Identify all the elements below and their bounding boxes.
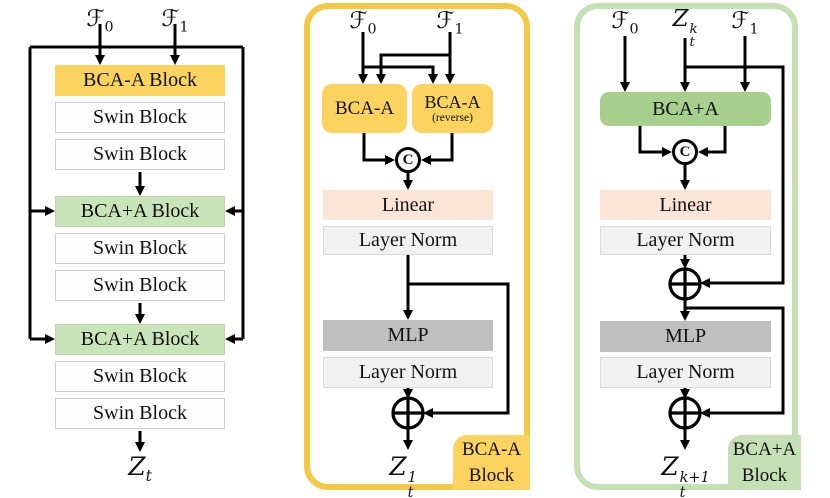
left-swin-block-4: Swin Block bbox=[55, 270, 225, 301]
right-mlp-box: MLP bbox=[600, 321, 771, 352]
bca-a-block-badge: BCA-A Block bbox=[453, 435, 530, 490]
bca-plus-a-box: BCA+A bbox=[600, 92, 771, 126]
left-bca-a-block: BCA-A Block bbox=[55, 65, 225, 96]
bca-a-forward-box: BCA-A bbox=[322, 84, 407, 133]
middle-layer-norm-1: Layer Norm bbox=[323, 226, 493, 255]
middle-input-f0: ℱ0 bbox=[349, 8, 377, 38]
right-layer-norm-1: Layer Norm bbox=[600, 226, 771, 255]
right-add-icon-1 bbox=[668, 267, 702, 301]
middle-mlp-box: MLP bbox=[323, 320, 493, 351]
right-input-f0: ℱ0 bbox=[611, 8, 639, 38]
middle-concat-icon: C bbox=[395, 147, 421, 173]
middle-panel-wires bbox=[358, 32, 510, 450]
left-swin-block-6: Swin Block bbox=[55, 398, 225, 429]
left-swin-block-2: Swin Block bbox=[55, 139, 225, 170]
badge-line1: BCA-A bbox=[461, 438, 522, 460]
left-bca-plus-a-block-1: BCA+A Block bbox=[55, 196, 225, 227]
middle-add-icon bbox=[391, 396, 425, 430]
right-add-icon-2 bbox=[668, 396, 702, 430]
left-panel-wires bbox=[28, 24, 245, 452]
bca-plus-a-block-badge: BCA+A Block bbox=[728, 435, 801, 490]
left-input-f1: ℱ1 bbox=[161, 6, 189, 36]
left-swin-block-3: Swin Block bbox=[55, 233, 225, 264]
middle-layer-norm-2: Layer Norm bbox=[323, 357, 493, 388]
badge-line1: BCA+A bbox=[732, 438, 797, 460]
bca-a-reverse-line1: BCA-A bbox=[424, 91, 481, 112]
right-concat-icon: C bbox=[672, 139, 698, 165]
left-swin-block-1: Swin Block bbox=[55, 102, 225, 133]
badge-line2: Block bbox=[468, 464, 515, 486]
badge-line2: Block bbox=[741, 464, 788, 486]
left-swin-block-5: Swin Block bbox=[55, 361, 225, 392]
middle-input-f1: ℱ1 bbox=[436, 8, 464, 38]
left-output-label: Zt bbox=[128, 452, 152, 485]
right-linear-box: Linear bbox=[600, 190, 771, 220]
left-input-f0: ℱ0 bbox=[86, 6, 114, 36]
right-input-f1: ℱ1 bbox=[731, 8, 759, 38]
right-layer-norm-2: Layer Norm bbox=[600, 357, 771, 388]
left-bca-plus-a-block-2: BCA+A Block bbox=[55, 324, 225, 355]
bca-a-reverse-box: BCA-A (reverse) bbox=[412, 84, 493, 133]
middle-linear-box: Linear bbox=[323, 190, 493, 220]
right-panel-wires bbox=[620, 36, 785, 450]
bca-a-reverse-line2: (reverse) bbox=[432, 111, 473, 124]
